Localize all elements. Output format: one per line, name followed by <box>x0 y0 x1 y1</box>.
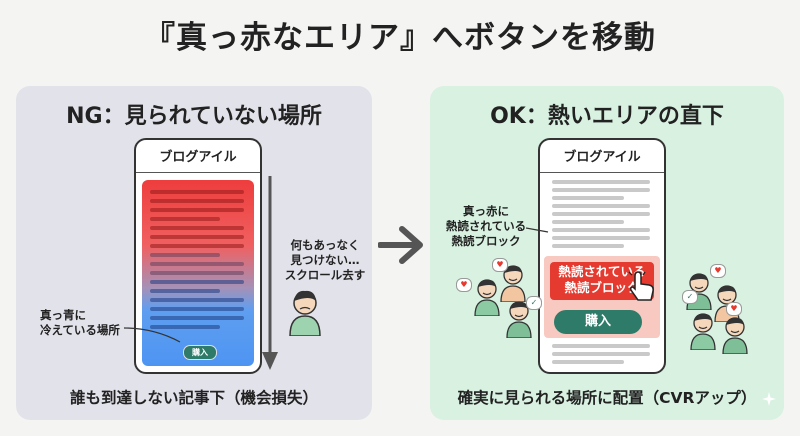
ok-panel: OK：熱いエリアの直下 ブログアイル 熱読されている 熱読ブロック 購入 真っ赤… <box>430 86 784 420</box>
text-line-placeholder <box>552 188 650 192</box>
text-line-placeholder <box>150 199 244 203</box>
text-line-placeholder <box>150 289 220 293</box>
heart-icon: ♥ <box>726 302 742 316</box>
text-line-placeholder <box>150 307 244 311</box>
text-line-placeholder <box>150 298 244 302</box>
text-line-placeholder <box>150 280 244 284</box>
ng-caption: 誰も到達しない記事下（機会損失） <box>69 389 318 407</box>
ok-phone-mockup: ブログアイル 熱読されている 熱読ブロック 購入 <box>538 138 666 374</box>
hot-note: 真っ赤に 熱読されている 熱読ブロック <box>445 204 527 248</box>
ng-phone-divider <box>136 172 260 173</box>
text-line-placeholder <box>552 204 650 208</box>
person-icon <box>722 317 748 354</box>
cold-note: 真っ青に 冷えている場所 <box>40 308 120 337</box>
hot-note-pointer <box>526 227 549 233</box>
ng-phone-mockup: ブログアイル 購入 <box>134 138 262 374</box>
text-line-placeholder <box>552 212 650 216</box>
text-line-placeholder <box>150 325 220 329</box>
person-icon <box>500 265 526 302</box>
ok-heading: OK：熱いエリアの直下 <box>490 104 724 129</box>
text-line-placeholder <box>150 208 244 212</box>
heart-icon: ♥ <box>710 264 726 278</box>
text-line-placeholder <box>552 360 624 364</box>
right-arrow-icon <box>378 226 423 264</box>
text-line-placeholder <box>552 236 650 240</box>
text-line-placeholder <box>150 262 244 266</box>
text-line-placeholder <box>150 244 244 248</box>
text-line-placeholder <box>150 271 244 275</box>
text-line-placeholder <box>552 244 624 248</box>
text-line-placeholder <box>150 316 244 320</box>
text-line-placeholder <box>552 344 650 348</box>
text-line-placeholder <box>552 180 650 184</box>
person-icon <box>690 313 716 350</box>
ok-caption: 確実に見られる場所に配置（CVRアップ） <box>457 389 757 407</box>
scroll-note: 何もあっなく 見つけない… スクロール去す <box>284 238 366 282</box>
heart-icon: ♥ <box>492 258 508 272</box>
ng-panel: NG：見られていない場所 ブログアイル 購入 何もあっなく 見つけない… スクロ… <box>16 86 372 420</box>
ng-heading: NG：見られていない場所 <box>66 104 322 129</box>
text-line-placeholder <box>150 253 220 257</box>
text-line-placeholder <box>150 190 244 194</box>
ok-buy-button[interactable]: 購入 <box>554 310 642 334</box>
ok-phone-title: ブログアイル <box>563 150 641 165</box>
text-line-placeholder <box>150 217 220 221</box>
text-line-placeholder <box>552 228 650 232</box>
ok-phone-divider <box>540 172 664 173</box>
person-icon <box>289 290 321 336</box>
page-title: 『真っ赤なエリア』へボタンを移動 <box>144 20 656 56</box>
check-icon: ✓ <box>526 296 542 310</box>
cold-note-pointer <box>124 327 181 343</box>
sparkle-icon <box>762 392 776 406</box>
text-line-placeholder <box>150 226 244 230</box>
text-line-placeholder <box>552 196 624 200</box>
text-line-placeholder <box>552 220 624 224</box>
scroll-down-arrow-icon <box>262 176 278 370</box>
person-icon <box>506 301 532 338</box>
text-line-placeholder <box>552 352 650 356</box>
pointer-hand-icon <box>628 270 654 301</box>
text-line-placeholder <box>150 235 244 239</box>
ng-buy-button[interactable]: 購入 <box>183 345 217 360</box>
person-icon <box>474 279 500 316</box>
ng-phone-title: ブログアイル <box>159 150 237 165</box>
check-icon: ✓ <box>682 290 698 304</box>
heart-icon: ♥ <box>456 278 472 292</box>
